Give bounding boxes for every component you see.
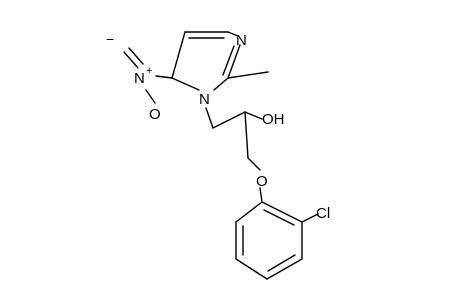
bond-n1-ch2 bbox=[205, 107, 214, 129]
bond-nnitro-oxygen-up-2 bbox=[128, 47, 144, 65]
nitro-plus-charge: + bbox=[146, 65, 152, 77]
bond-ch2-choh bbox=[212, 111, 246, 129]
bond-ar-c6-c1 bbox=[235, 201, 263, 223]
bond-c2-methyl bbox=[227, 71, 269, 79]
bond-c5-c4 bbox=[171, 31, 186, 79]
bond-ar-double-a bbox=[263, 209, 295, 226]
nitro-minus-charge: − bbox=[106, 31, 114, 47]
bond-nnitro-oxygen-up bbox=[123, 51, 139, 69]
bond-ch2-oether bbox=[247, 157, 261, 171]
atom-n1-label: N bbox=[199, 91, 210, 108]
bond-ar-c3-c4 bbox=[266, 258, 303, 280]
bond-n1-c5 bbox=[171, 77, 200, 91]
atom-cl-label: Cl bbox=[316, 205, 330, 222]
bond-c4-n3 bbox=[227, 31, 239, 37]
atom-oether-label: O bbox=[256, 173, 268, 190]
bond-c5-nnitro bbox=[155, 75, 173, 79]
bond-ar-cl bbox=[301, 213, 319, 223]
atom-nnitro-label: N bbox=[134, 70, 145, 87]
bond-ar-double-b bbox=[267, 254, 296, 272]
bond-choh-ch2 bbox=[244, 111, 249, 159]
bond-n3-c2 bbox=[227, 44, 241, 79]
bond-nnitro-oxygen-down bbox=[145, 89, 156, 104]
bond-oether-aryl bbox=[259, 187, 263, 203]
bond-c2-n1 bbox=[213, 77, 229, 91]
bond-choh-oh bbox=[244, 111, 263, 120]
bond-ar-c4-c5 bbox=[235, 258, 268, 280]
bond-n3-c2-double bbox=[222, 45, 235, 76]
atom-oh-label: OH bbox=[262, 111, 285, 128]
bond-ar-c1-c2 bbox=[261, 201, 303, 223]
atom-n3-label: N bbox=[236, 32, 247, 49]
atom-onitro-label: O bbox=[149, 106, 161, 123]
